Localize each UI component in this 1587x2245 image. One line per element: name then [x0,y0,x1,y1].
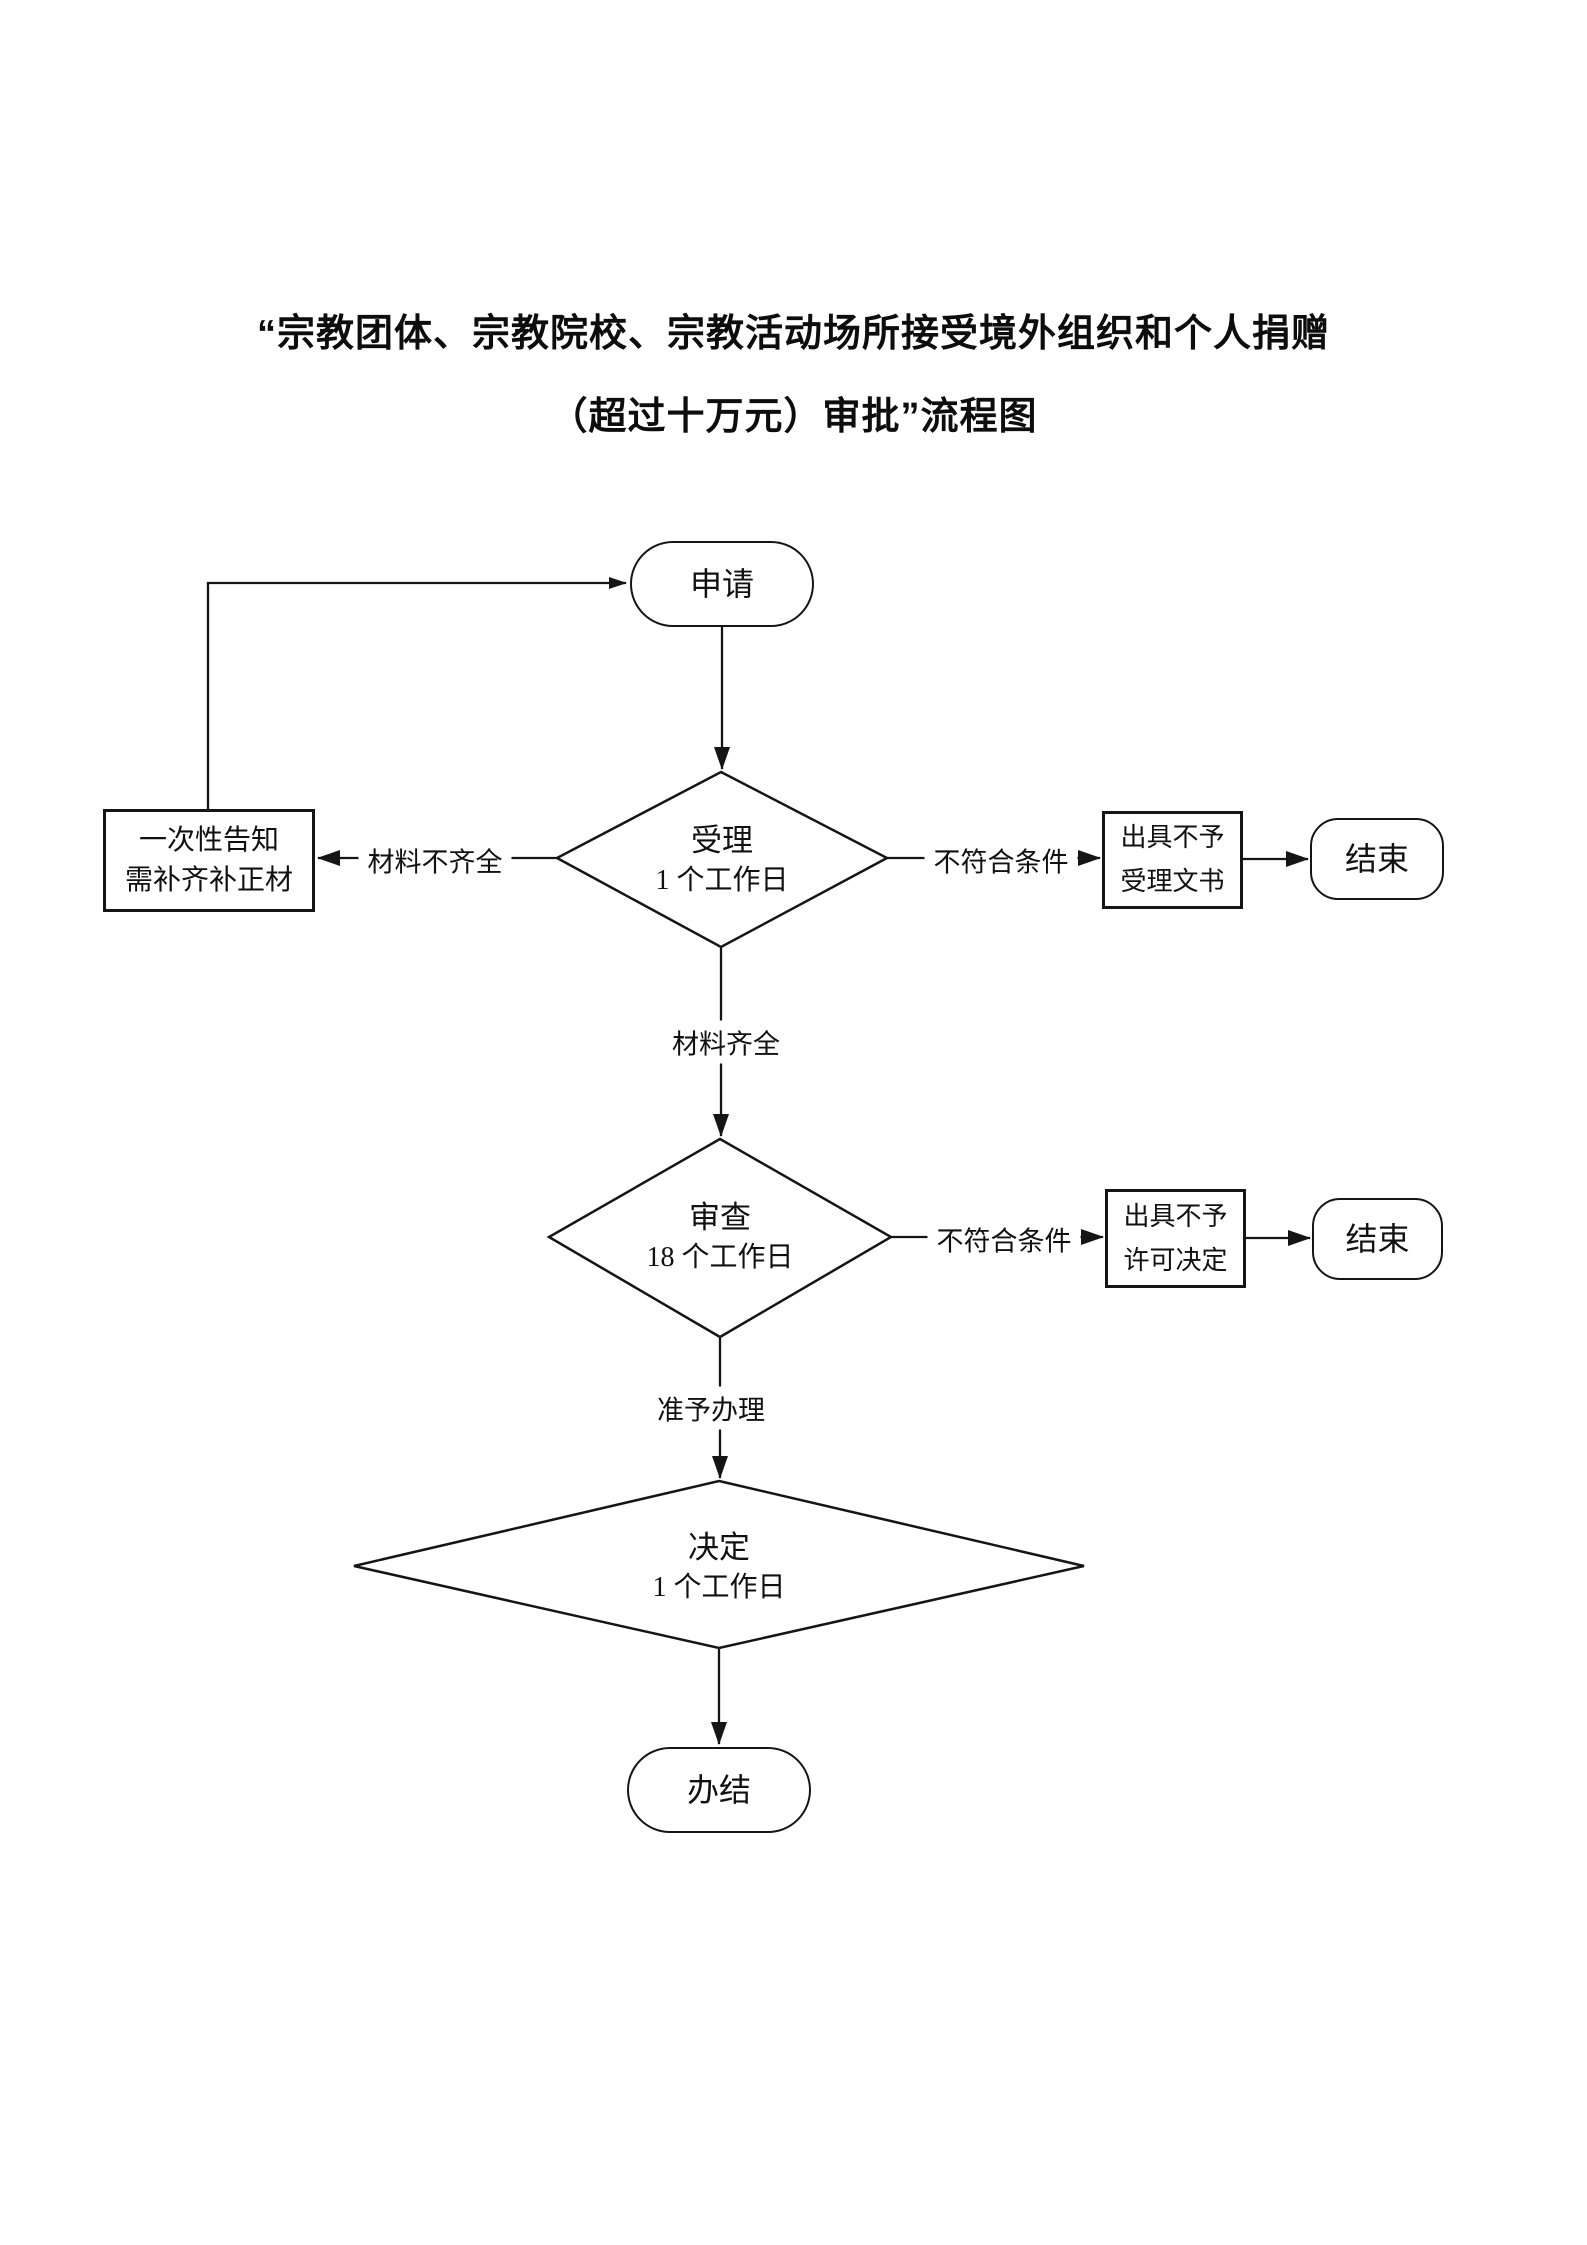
edge-label-approved: 准予办理 [648,1386,774,1430]
page-title-line-1: “宗教团体、宗教院校、宗教活动场所接受境外组织和个人捐赠 [256,313,1330,355]
node-issue-non-acceptance-doc: 出具不予 受理文书 [1102,811,1243,909]
node-apply: 申请 [630,541,814,627]
node-end1-label: 结束 [1344,840,1409,877]
node-finish: 办结 [627,1747,811,1833]
edge-label-materials-incomplete: 材料不齐全 [358,838,512,882]
decide-duration: 1 个工作日 [652,1572,786,1603]
edge-label-not-meet-condition-1: 不符合条件 [924,838,1078,882]
decide-diamond [353,1479,1085,1650]
review-diamond [546,1137,894,1339]
node-one-time-notify: 一次性告知 需补齐补正材 [103,809,315,912]
node-notify-line2: 需补齐补正材 [124,864,293,896]
review-diamond-label: 审查 18 个工作日 [560,1172,880,1302]
node-reject1-line2: 受理文书 [1120,867,1225,896]
page-title-line-2: （超过十万元）审批”流程图 [549,396,1038,438]
review-duration: 18 个工作日 [646,1242,794,1273]
node-notify-line1: 一次性告知 [138,824,279,856]
node-reject2-line2: 许可决定 [1123,1245,1228,1275]
accept-diamond [554,770,890,949]
accept-duration: 1 个工作日 [655,865,789,896]
node-reject1-line1: 出具不予 [1120,823,1225,852]
accept-diamond-label: 受理 1 个工作日 [562,795,882,925]
node-finish-label: 办结 [686,1771,751,1808]
edge-label-materials-complete: 材料齐全 [663,1020,789,1064]
node-end2-label: 结束 [1345,1220,1410,1257]
edge-label-not-meet-condition-2: 不符合条件 [927,1217,1081,1261]
edge-feedback-loop [206,577,627,809]
review-title: 审查 [689,1200,751,1235]
node-reject2-line1: 出具不予 [1123,1201,1228,1231]
node-end-after-review: 结束 [1312,1198,1443,1280]
node-issue-non-permit-decision: 出具不予 许可决定 [1105,1189,1246,1288]
node-end-after-acceptance: 结束 [1310,818,1444,900]
decide-diamond-label: 决定 1 个工作日 [559,1502,879,1632]
node-apply-label: 申请 [689,565,754,602]
accept-title: 受理 [691,823,753,858]
decide-title: 决定 [688,1530,750,1565]
